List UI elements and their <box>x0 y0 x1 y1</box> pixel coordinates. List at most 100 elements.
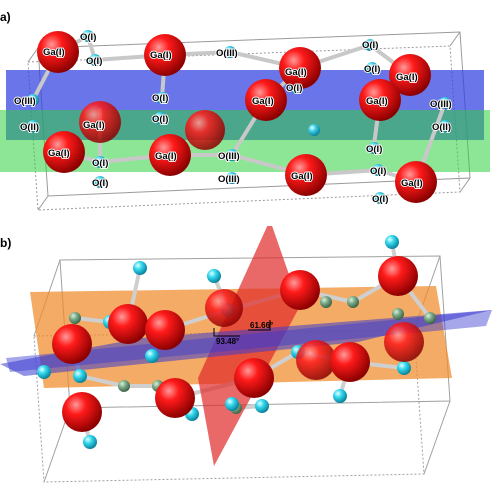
ga-atom <box>279 47 321 89</box>
o1-label: O(I) <box>92 158 108 169</box>
o2-label: O(II) <box>20 122 39 133</box>
green-atom <box>424 312 436 324</box>
o-atom <box>154 112 166 124</box>
ga-atom <box>395 161 437 203</box>
ga-label: Ga(I) <box>155 151 177 162</box>
ga-label: Ga(I) <box>285 67 307 78</box>
green-plane <box>0 110 490 172</box>
o-atom <box>27 120 39 132</box>
o-atom <box>156 92 168 104</box>
o1-label: O(I) <box>152 93 168 104</box>
ga-label: Ga(I) <box>396 72 418 83</box>
o-atom <box>439 97 451 109</box>
ga-atom <box>296 340 336 380</box>
h-atom <box>37 365 51 379</box>
angle-label-1: 93.48° <box>216 337 239 346</box>
o1-label: O(I) <box>92 178 108 189</box>
ga-atom <box>205 289 243 327</box>
o-atom <box>364 39 376 51</box>
o1-label: O(I) <box>364 64 380 75</box>
o-atom <box>226 172 238 184</box>
green-atom <box>118 380 130 392</box>
green-atom <box>320 296 332 308</box>
o3-label: O(III) <box>430 99 452 110</box>
blue-plane-b-band <box>6 310 492 372</box>
ga-label: Ga(I) <box>43 47 65 58</box>
h-atom <box>73 369 87 383</box>
ga-atoms-a <box>37 31 437 203</box>
ga-label: Ga(I) <box>401 178 423 189</box>
h-atom <box>207 269 221 283</box>
ga-atom <box>155 378 195 418</box>
h-atom <box>133 261 147 275</box>
angle-markers <box>213 320 271 337</box>
o3-label: O(III) <box>14 96 36 107</box>
ga-atom <box>389 54 431 96</box>
panel-b-label: b) <box>0 236 12 250</box>
green-atom <box>69 312 81 324</box>
o-atom <box>224 46 236 58</box>
o-atom <box>226 149 238 161</box>
o3-label: O(III) <box>218 151 240 162</box>
atom-labels-a: Ga(I) Ga(I) Ga(I) Ga(I) Ga(I) Ga(I) Ga(I… <box>13 31 452 206</box>
ga-atoms-b <box>52 256 424 432</box>
ga-atom <box>62 392 102 432</box>
h-atom <box>225 397 239 411</box>
ga-atom <box>149 134 191 176</box>
h-atom <box>83 435 97 449</box>
ga-atom <box>384 322 424 362</box>
green-atom <box>392 308 404 320</box>
ga-label: Ga(I) <box>291 171 313 182</box>
ga-atom <box>359 79 401 121</box>
ga-atom <box>43 131 85 173</box>
o1-label: O(I) <box>152 114 168 125</box>
ga-atom <box>330 342 370 382</box>
ga-label: Ga(I) <box>150 50 172 61</box>
ga-atom <box>37 31 79 73</box>
o-atom <box>27 94 39 106</box>
o-atom <box>94 156 106 168</box>
structure-b-svg: 93.48° 61.66° <box>0 220 492 483</box>
ga-atom <box>245 79 287 121</box>
ga-atom <box>285 154 327 196</box>
ga-label: Ga(I) <box>48 148 70 159</box>
ga-atom <box>378 256 418 296</box>
o1-label: O(I) <box>370 166 386 177</box>
h-atom <box>145 349 159 363</box>
angle-label-2: 61.66° <box>250 321 273 330</box>
o-atom <box>82 30 94 42</box>
ga-atom <box>52 324 92 364</box>
ga-atom <box>185 110 225 150</box>
h-atom <box>255 399 269 413</box>
panel-a-ga-oxide-structure: Ga(I) Ga(I) Ga(I) Ga(I) Ga(I) Ga(I) Ga(I… <box>0 0 492 230</box>
o1-label: O(I) <box>286 83 302 94</box>
green-atoms-b <box>69 296 436 414</box>
o-atom <box>89 54 101 66</box>
ga-atom <box>144 34 186 76</box>
green-atom <box>347 296 359 308</box>
ga-atom <box>280 270 320 310</box>
ga-atom <box>108 304 148 344</box>
o1-label: O(I) <box>80 32 96 43</box>
h-atom <box>333 389 347 403</box>
ga-label: Ga(I) <box>366 96 388 107</box>
o-atom <box>374 192 386 204</box>
o-atom <box>368 142 380 154</box>
o-atom <box>94 176 106 188</box>
o1-label: O(I) <box>362 40 378 51</box>
o-atom <box>372 164 384 176</box>
blue-plane-b <box>0 310 492 376</box>
ga-label: Ga(I) <box>83 120 105 131</box>
h-atom <box>397 361 411 375</box>
o-atoms-a <box>27 30 451 204</box>
structure-a-svg: Ga(I) Ga(I) Ga(I) Ga(I) Ga(I) Ga(I) Ga(I… <box>0 30 490 211</box>
o3-label: O(III) <box>218 174 240 185</box>
ga-atom <box>234 358 274 398</box>
o1-label: O(I) <box>366 144 382 155</box>
o-atom <box>366 62 378 74</box>
o-atom <box>439 120 451 132</box>
o2-label: O(II) <box>432 122 451 133</box>
panel-b-plane-angles: 93.48° 61.66° <box>0 220 492 492</box>
o3-label: O(III) <box>216 48 238 59</box>
ga-atom <box>145 310 185 350</box>
